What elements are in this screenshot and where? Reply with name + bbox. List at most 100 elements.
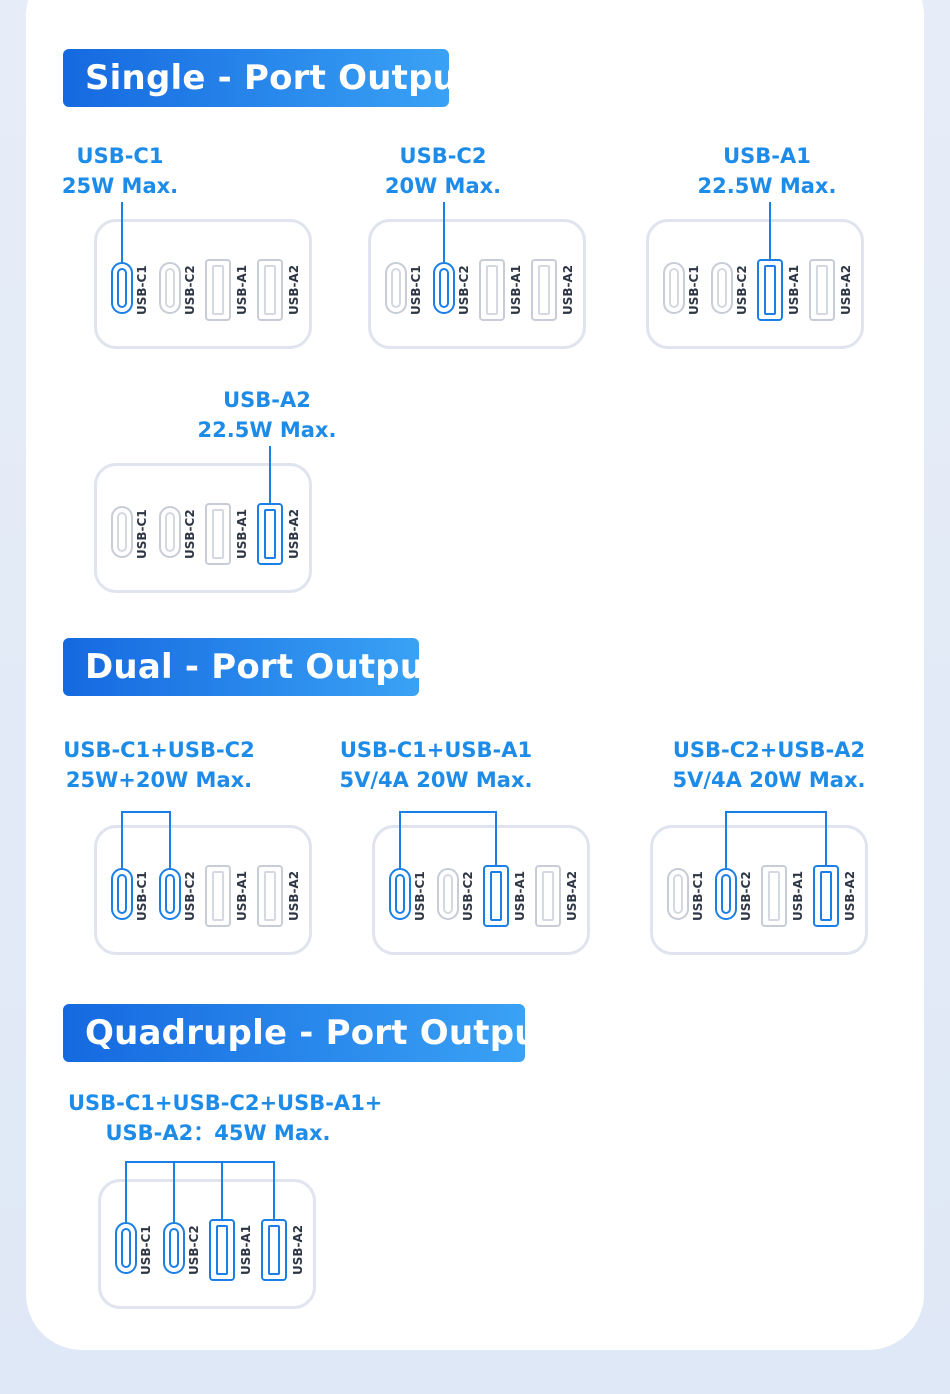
connector-line <box>221 1161 223 1219</box>
connector-line <box>273 1161 275 1219</box>
usb-c-port-c1 <box>667 868 689 920</box>
connector-line <box>443 202 445 262</box>
port-label-a2: USB-A2 <box>561 264 575 316</box>
connector-line <box>769 202 771 259</box>
connector-line <box>121 202 123 262</box>
connector-line <box>825 811 827 865</box>
port-label-a2: USB-A2 <box>565 870 579 922</box>
diagram-caption: USB-A1 22.5W Max. <box>617 141 917 201</box>
diagram-caption: USB-C1+USB-C2 25W+20W Max. <box>9 735 309 795</box>
caption-ports: USB-C2+USB-A2 <box>672 738 866 762</box>
connector-line <box>725 811 827 813</box>
charger-body: USB-C1 USB-C2 USB-A1 USB-A2 <box>372 825 590 955</box>
section-title-dual: Dual - Port Output <box>63 638 441 696</box>
port-label-c1: USB-C1 <box>135 871 149 921</box>
usb-a-port-a2 <box>257 259 283 321</box>
usb-a-port-a1 <box>479 259 505 321</box>
port-label-a1: USB-A1 <box>513 870 527 922</box>
diagram-caption: USB-A2 22.5W Max. <box>117 385 417 445</box>
usb-a-port-a2 <box>261 1219 287 1281</box>
usb-c-port-c1 <box>111 262 133 314</box>
caption-ports: USB-C2 <box>399 144 487 168</box>
caption-power: 5V/4A 20W Max. <box>339 768 533 792</box>
connector-line <box>121 811 171 813</box>
usb-a-port-a1 <box>209 1219 235 1281</box>
caption-ports: USB-C1 <box>76 144 164 168</box>
connector-line <box>173 1161 175 1222</box>
port-label-c2: USB-C2 <box>457 265 471 315</box>
usb-a-port-a1 <box>761 865 787 927</box>
section-title-quadruple: Quadruple - Port Output <box>63 1004 555 1062</box>
usb-a-port-a2 <box>257 503 283 565</box>
usb-c-port-c2 <box>159 868 181 920</box>
caption-power: USB-A2：45W Max. <box>105 1121 331 1145</box>
usb-a-port-a1 <box>483 865 509 927</box>
port-label-a1: USB-A1 <box>235 264 249 316</box>
port-label-c1: USB-C1 <box>409 265 423 315</box>
charger-body: USB-C1 USB-C2 USB-A1 USB-A2 <box>94 463 312 593</box>
connector-line <box>121 811 123 868</box>
port-label-a1: USB-A1 <box>509 264 523 316</box>
port-label-a2: USB-A2 <box>287 508 301 560</box>
port-label-a2: USB-A2 <box>291 1224 305 1276</box>
port-label-c2: USB-C2 <box>183 509 197 559</box>
port-label-c1: USB-C1 <box>691 871 705 921</box>
port-label-c1: USB-C1 <box>687 265 701 315</box>
caption-power: 5V/4A 20W Max. <box>672 768 866 792</box>
diagram-caption: USB-C2 20W Max. <box>293 141 593 201</box>
port-label-a1: USB-A1 <box>787 264 801 316</box>
caption-ports: USB-C1+USB-A1 <box>339 738 533 762</box>
connector-line <box>725 811 727 868</box>
port-label-c2: USB-C2 <box>183 871 197 921</box>
connector-line <box>125 1161 275 1163</box>
connector-line <box>125 1161 127 1222</box>
usb-c-port-c1 <box>115 1222 137 1274</box>
caption-ports: USB-A1 <box>723 144 811 168</box>
usb-c-port-c2 <box>159 262 181 314</box>
charger-body: USB-C1 USB-C2 USB-A1 USB-A2 <box>368 219 586 349</box>
usb-c-port-c1 <box>389 868 411 920</box>
port-label-a1: USB-A1 <box>235 870 249 922</box>
port-label-c2: USB-C2 <box>735 265 749 315</box>
usb-c-port-c2 <box>163 1222 185 1274</box>
caption-power: 22.5W Max. <box>197 418 337 442</box>
usb-c-port-c2 <box>159 506 181 558</box>
caption-ports: USB-C1+USB-C2 <box>63 738 255 762</box>
usb-c-port-c1 <box>111 506 133 558</box>
port-label-c1: USB-C1 <box>135 509 149 559</box>
usb-c-port-c1 <box>663 262 685 314</box>
connector-line <box>399 811 401 868</box>
caption-power: 22.5W Max. <box>697 174 837 198</box>
diagram-caption: USB-C1+USB-A1 5V/4A 20W Max. <box>286 735 586 795</box>
usb-c-port-c2 <box>711 262 733 314</box>
port-label-a2: USB-A2 <box>287 264 301 316</box>
diagram-caption: USB-C1+USB-C2+USB-A1+USB-A2：45W Max. <box>68 1088 382 1148</box>
usb-c-port-c2 <box>437 868 459 920</box>
port-label-a1: USB-A1 <box>235 508 249 560</box>
connector-line <box>399 811 497 813</box>
port-label-c1: USB-C1 <box>413 871 427 921</box>
caption-power: 25W+20W Max. <box>65 768 253 792</box>
caption-power: 20W Max. <box>384 174 502 198</box>
caption-ports: USB-A2 <box>223 388 311 412</box>
connector-line <box>169 811 171 868</box>
usb-a-port-a1 <box>205 259 231 321</box>
port-label-c2: USB-C2 <box>461 871 475 921</box>
usb-a-port-a1 <box>757 259 783 321</box>
diagram-caption: USB-C2+USB-A2 5V/4A 20W Max. <box>619 735 919 795</box>
port-label-a1: USB-A1 <box>791 870 805 922</box>
usb-a-port-a2 <box>809 259 835 321</box>
usb-a-port-a2 <box>531 259 557 321</box>
connector-line <box>269 446 271 503</box>
usb-a-port-a2 <box>535 865 561 927</box>
port-label-c1: USB-C1 <box>139 1225 153 1275</box>
connector-line <box>495 811 497 865</box>
usb-a-port-a1 <box>205 503 231 565</box>
usb-c-port-c1 <box>111 868 133 920</box>
